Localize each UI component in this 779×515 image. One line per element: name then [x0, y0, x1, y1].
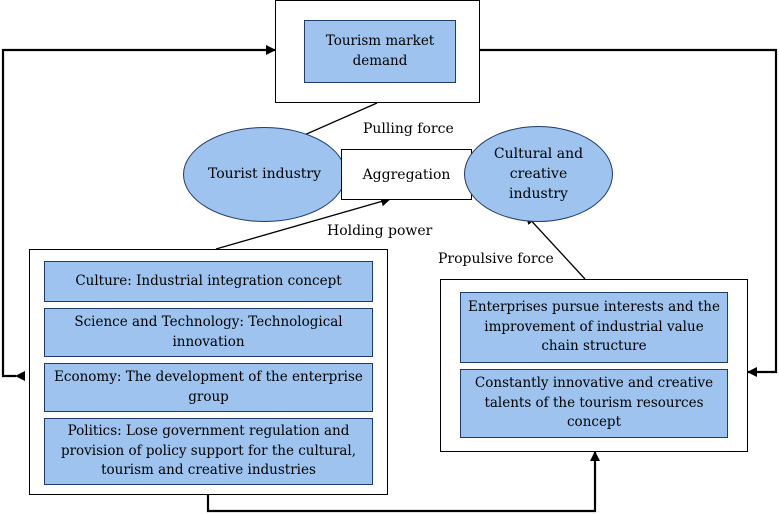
- propulsive-factor-talents: Constantly innovative and creative talen…: [460, 369, 728, 438]
- tourist-industry-label: Tourist industry: [207, 166, 321, 183]
- market-demand-box: Tourism market demand: [304, 20, 456, 83]
- propulsive-factor-text: Enterprises pursue interests and the imp…: [468, 299, 720, 355]
- holding-factor-text: Science and Technology: Technological in…: [74, 313, 343, 350]
- holding-factor-culture: Culture: Industrial integration concept: [44, 261, 373, 302]
- propulsive-factor-enterprises: Enterprises pursue interests and the imp…: [460, 292, 728, 363]
- tourist-industry-node: Tourist industry: [183, 127, 346, 222]
- left-feedback-loop: [1, 45, 276, 381]
- holding-factor-text: Politics: Lose government regulation and…: [60, 423, 357, 479]
- pulling-force-label: Pulling force: [363, 121, 454, 137]
- propulsive-factor-text: Constantly innovative and creative talen…: [474, 375, 714, 431]
- cultural-creative-node: Cultural and creative industry: [464, 126, 613, 222]
- holding-factor-text: Culture: Industrial integration concept: [75, 272, 342, 289]
- holding-factor-economy: Economy: The development of the enterpri…: [44, 363, 373, 412]
- bottom-feedback-loop: [203, 451, 600, 513]
- market-demand-label: Tourism market demand: [325, 32, 435, 69]
- right-feedback-loop: [471, 45, 778, 377]
- holding-power-label: Holding power: [327, 223, 433, 239]
- holding-factor-politics: Politics: Lose government regulation and…: [44, 418, 373, 485]
- aggregation-label: Aggregation: [362, 166, 451, 183]
- cultural-creative-label: Cultural and creative industry: [493, 145, 584, 203]
- holding-factor-text: Economy: The development of the enterpri…: [54, 368, 363, 405]
- propulsive-force-label: Propulsive force: [438, 251, 554, 267]
- holding-power-arrow: [215, 196, 391, 250]
- holding-factor-technology: Science and Technology: Technological in…: [44, 308, 373, 357]
- aggregation-node: Aggregation: [341, 149, 472, 200]
- propulsive-force-arrow: [525, 214, 586, 280]
